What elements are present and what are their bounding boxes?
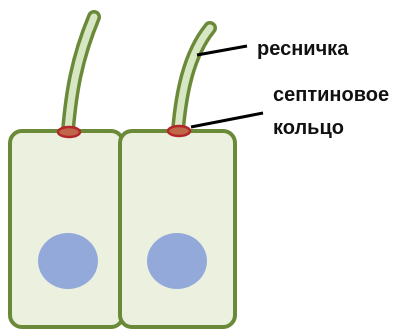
right-septin-ring xyxy=(168,126,190,136)
septin-ring-pointer-line xyxy=(191,113,263,127)
left-septin-ring xyxy=(58,127,80,137)
right-cell-nucleus xyxy=(147,233,207,289)
left-cilium xyxy=(68,17,94,130)
left-cell-body xyxy=(10,131,123,327)
cilium-label: ресничка xyxy=(257,38,349,60)
septin-ring-label-line1: септиновое xyxy=(273,84,389,106)
septin-ring-label-line2: кольцо xyxy=(273,117,344,139)
right-cell xyxy=(120,131,235,327)
left-cell xyxy=(10,131,123,327)
right-cilium xyxy=(178,28,210,130)
right-cell-body xyxy=(120,131,235,327)
left-cell-nucleus xyxy=(38,233,98,289)
